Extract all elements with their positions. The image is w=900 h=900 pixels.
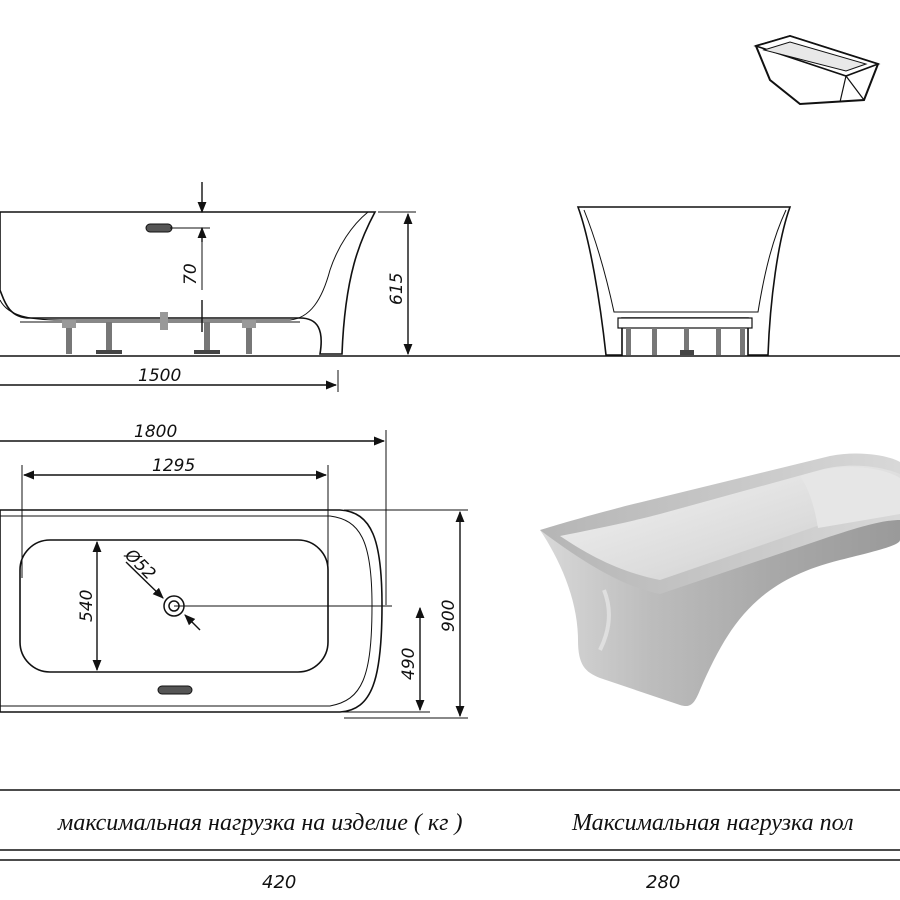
side-elevation-view: 70 615 1500 [0, 182, 900, 392]
table-header-max-load: максимальная нагрузка на изделие ( кг ) [57, 810, 462, 836]
dim-overflow-height: 70 [181, 263, 201, 285]
bathtub-thumbnail-icon [753, 34, 881, 106]
dim-base-length: 1500 [138, 366, 181, 386]
dim-drain-offset: 490 [399, 648, 419, 680]
table-header-max-floor-load: Максимальная нагрузка пол [571, 810, 854, 836]
plan-view: Ø52 1800 1295 540 490 900 [0, 422, 468, 719]
table-value-max-floor-load: 280 [646, 872, 680, 893]
dim-inner-width: 540 [77, 590, 97, 622]
table-value-max-load: 420 [262, 872, 296, 893]
dim-total-width: 900 [439, 600, 459, 632]
load-table: максимальная нагрузка на изделие ( кг ) … [0, 789, 900, 893]
dim-total-height: 615 [387, 273, 407, 305]
dim-total-length: 1800 [134, 422, 177, 442]
dim-inner-length: 1295 [152, 456, 195, 476]
bathtub-3d-render [540, 453, 900, 707]
end-elevation-view [576, 206, 792, 356]
